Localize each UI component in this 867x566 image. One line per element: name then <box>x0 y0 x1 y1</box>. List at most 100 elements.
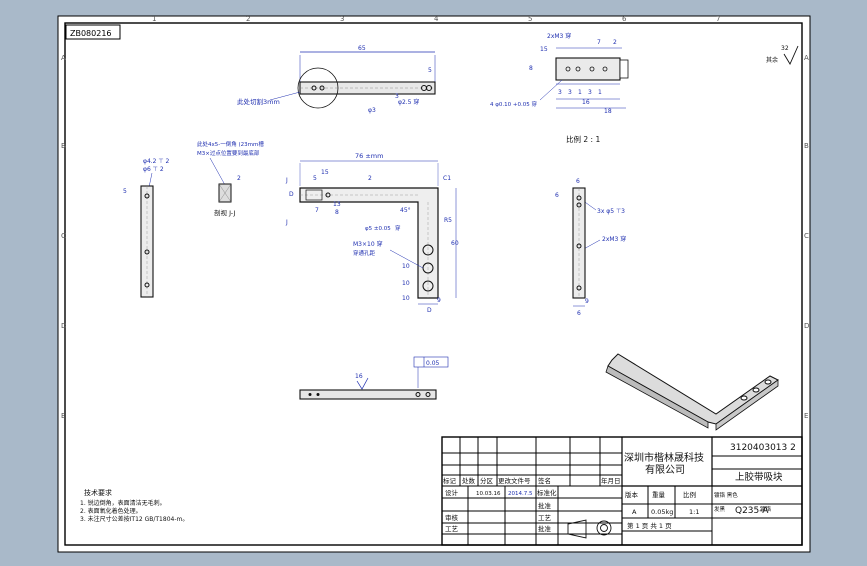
svg-text:0.05kg: 0.05kg <box>651 508 673 516</box>
svg-text:3: 3 <box>588 89 592 96</box>
svg-text:15: 15 <box>540 46 548 53</box>
right-view: 6 6 3x φ5 ⊤3 2xM3 穿 6 9 <box>555 178 626 317</box>
svg-text:32: 32 <box>781 45 789 52</box>
section-view: 此处4x5-一倒角 (23mm槽 M3×过点位置要到最底部 2 剖视 J-J <box>197 140 264 217</box>
svg-text:处数: 处数 <box>462 476 476 485</box>
doc-code-text: ZB080216 <box>70 29 112 38</box>
svg-text:批准: 批准 <box>538 501 552 510</box>
svg-text:穿: 穿 <box>395 224 401 232</box>
svg-text:J: J <box>285 177 288 184</box>
svg-text:10: 10 <box>402 263 410 270</box>
svg-text:标准化: 标准化 <box>537 488 557 497</box>
svg-text:3: 3 <box>568 89 572 96</box>
svg-text:9: 9 <box>585 298 589 305</box>
technical-notes: 技术要求 1. 锐边倒角，表面清洁无毛刺。 2. 表面氧化着色处理。 3. 未注… <box>80 488 188 523</box>
zone-row-d: D <box>61 322 66 330</box>
sheet-info: 第 1 页 共 1 页 <box>627 521 672 530</box>
svg-text:2: 2 <box>368 175 372 182</box>
svg-text:镀铬: 镀铬 <box>760 505 772 513</box>
zone-col-5: 5 <box>528 15 532 23</box>
doc-code-box <box>65 24 121 40</box>
dim-detail-thread: 2xM3 穿 <box>547 32 571 40</box>
svg-text:更改文件号: 更改文件号 <box>498 476 531 485</box>
svg-text:年月日: 年月日 <box>601 476 621 485</box>
svg-text:7: 7 <box>597 39 601 46</box>
title-block-text: 标记 处数 分区 更改文件号 签名 年月日 设计 10.03.16 2014.7… <box>443 476 621 533</box>
dim-top-depth: 3 <box>395 93 399 100</box>
svg-text:审核: 审核 <box>445 513 459 522</box>
svg-text:穿通孔距: 穿通孔距 <box>353 249 376 257</box>
zone-col-7: 7 <box>716 15 720 23</box>
company-name-line1: 深圳市楷林晟科技 <box>624 451 704 464</box>
zone-col-4: 4 <box>434 15 439 23</box>
zone-col-6: 6 <box>622 15 627 23</box>
svg-text:比例: 比例 <box>683 490 696 499</box>
zone-markers: 1 2 3 4 5 6 7 A B C D E A B C D E <box>61 15 809 420</box>
svg-text:15: 15 <box>321 169 329 176</box>
projection-symbol-icon <box>567 519 612 539</box>
detail-body <box>555 57 621 81</box>
dim-detail-total: 16 <box>582 99 590 106</box>
svg-text:其余: 其余 <box>766 56 778 64</box>
svg-text:φ4.2 ⊤ 2: φ4.2 ⊤ 2 <box>143 158 170 165</box>
svg-text:D: D <box>427 307 432 314</box>
svg-text:工艺: 工艺 <box>538 514 552 522</box>
part-name: 上胶带吸块 <box>735 471 783 483</box>
dim-detail-width: 18 <box>604 108 612 115</box>
svg-text:批准: 批准 <box>538 524 552 533</box>
svg-text:16: 16 <box>355 373 363 380</box>
svg-text:6: 6 <box>576 178 580 185</box>
detail-circle <box>297 67 339 109</box>
svg-text:45°: 45° <box>400 207 411 214</box>
drawing-number: 3120403013 2 <box>730 443 796 453</box>
svg-text:2xM3 穿: 2xM3 穿 <box>602 235 626 243</box>
svg-text:工艺: 工艺 <box>445 525 459 533</box>
material: Q235-A <box>735 506 769 516</box>
zone-row-e: E <box>61 412 65 420</box>
svg-text:10: 10 <box>402 295 410 302</box>
svg-text:2: 2 <box>613 39 617 46</box>
svg-text:发黑: 发黑 <box>714 505 726 513</box>
title-block <box>441 436 803 546</box>
svg-text:φ5 ±0.05: φ5 ±0.05 <box>365 226 391 232</box>
svg-text:10: 10 <box>402 280 410 287</box>
svg-text:7: 7 <box>315 207 319 214</box>
dim-top-slot: 5 <box>428 67 432 74</box>
svg-text:C: C <box>804 232 809 240</box>
svg-text:2014.7.5: 2014.7.5 <box>508 491 533 497</box>
detail-view: 2xM3 穿 15 7 2 3 3 1 3 1 16 18 8 4 φ0.10 … <box>490 32 629 144</box>
company-name-line2: 有限公司 <box>645 463 685 476</box>
svg-text:3x φ5 ⊤3: 3x φ5 ⊤3 <box>597 208 625 215</box>
detail-scale-note: 比例 2 : 1 <box>566 134 600 144</box>
flatness-frame <box>413 356 449 368</box>
svg-text:1: 1 <box>578 89 582 96</box>
svg-text:1: 1 <box>598 89 602 96</box>
tech-note-3: 3. 未注尺寸公差按IT12 GB/T1804-m。 <box>80 515 188 523</box>
svg-text:B: B <box>804 142 809 150</box>
svg-text:A: A <box>632 508 637 516</box>
tech-notes-title: 技术要求 <box>84 488 112 497</box>
tech-note-2: 2. 表面氧化着色处理。 <box>80 507 142 515</box>
svg-text:60: 60 <box>451 240 459 247</box>
zone-col-2: 2 <box>246 15 250 23</box>
svg-text:6: 6 <box>577 310 581 317</box>
dim-detail-hole: 4 φ0.10 +0.05 穿 <box>490 100 537 108</box>
svg-text:D: D <box>289 191 294 198</box>
svg-text:E: E <box>804 412 808 420</box>
svg-text:5: 5 <box>313 175 317 182</box>
roughness-symbol: 32 其余 <box>766 45 799 65</box>
svg-text:签名: 签名 <box>538 476 551 485</box>
dim-detail-left: 8 <box>529 65 533 72</box>
svg-text:1:1: 1:1 <box>689 508 699 516</box>
svg-text:10.03.16: 10.03.16 <box>476 491 501 497</box>
svg-text:C1: C1 <box>443 175 451 182</box>
dim-top-hole: φ2.5 穿 <box>398 98 419 106</box>
svg-text:R5: R5 <box>444 217 452 224</box>
svg-text:A: A <box>804 54 809 62</box>
svg-text:标记: 标记 <box>443 476 457 485</box>
dim-main-total: 76 ±mm <box>355 152 383 160</box>
svg-text:2: 2 <box>237 175 241 182</box>
section-label: 剖视 J-J <box>214 208 235 217</box>
